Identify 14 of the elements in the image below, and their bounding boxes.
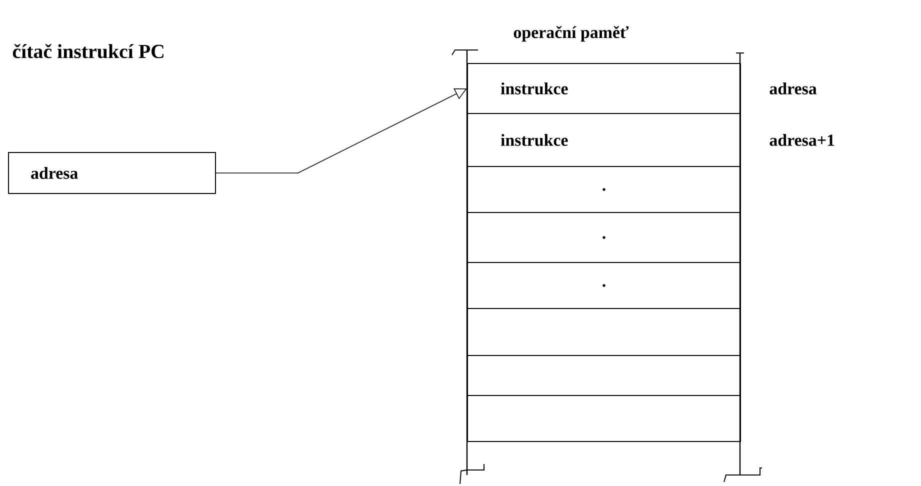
empty-memory-cell — [467, 354, 741, 396]
memory-cell: . — [467, 262, 741, 309]
memory-cell: instrukce — [467, 63, 741, 114]
register-box: adresa — [8, 152, 216, 194]
empty-memory-cell — [467, 308, 741, 356]
address-label: adresa — [770, 82, 817, 94]
memory-cell: instrukce — [467, 112, 741, 167]
memory-cell: . — [467, 212, 741, 263]
memory-heading: operační paměť — [514, 26, 629, 42]
register-title: čítač instrukcí PC — [12, 44, 164, 58]
memory-cell: . — [467, 166, 741, 213]
address-label: adresa+1 — [770, 134, 834, 146]
empty-memory-cell — [467, 394, 741, 442]
arrow — [216, 88, 467, 174]
